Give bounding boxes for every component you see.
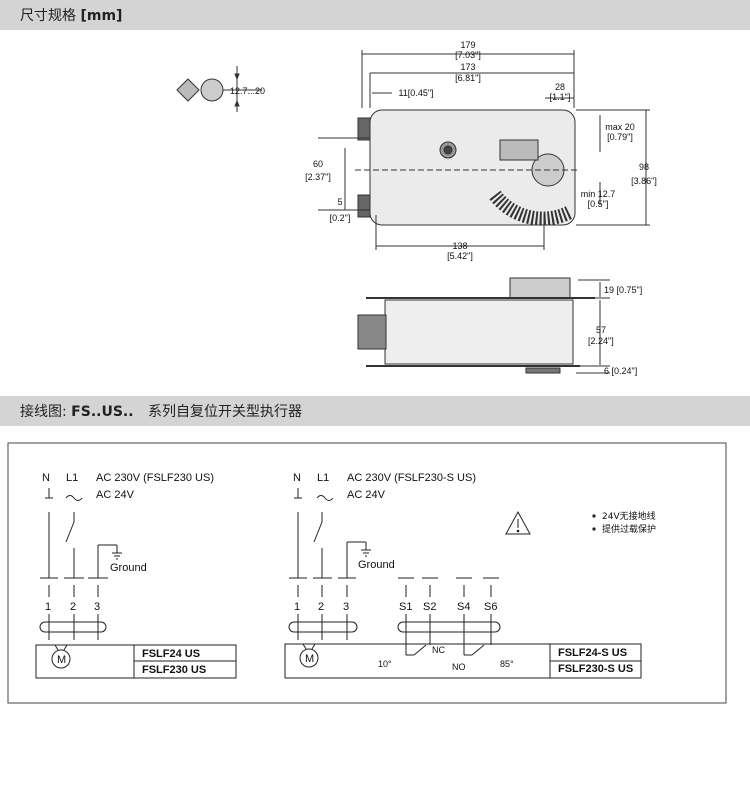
svg-text:N: N xyxy=(293,472,301,484)
shaft-section xyxy=(176,66,262,112)
svg-text:[2.37"]: [2.37"] xyxy=(305,172,331,182)
svg-text:max 20: max 20 xyxy=(605,122,635,132)
svg-text:11[0.45"]: 11[0.45"] xyxy=(398,88,433,98)
svg-text:[1.1"]: [1.1"] xyxy=(550,92,571,102)
svg-text:NO: NO xyxy=(452,662,466,672)
svg-text:FSLF24 US: FSLF24 US xyxy=(142,648,200,660)
svg-text:N: N xyxy=(42,472,50,484)
svg-text:1: 1 xyxy=(294,601,300,613)
svg-text:[5.42"]: [5.42"] xyxy=(447,251,473,261)
svg-text:138: 138 xyxy=(452,241,467,251)
dimensions-header: 尺寸规格 [mm] xyxy=(0,0,750,30)
svg-text:2: 2 xyxy=(318,601,324,613)
wiring-right: N L1 AC 230V (FSLF230-S US) AC 24V xyxy=(284,472,642,679)
svg-text:3: 3 xyxy=(343,601,349,613)
svg-text:60: 60 xyxy=(313,159,323,169)
top-view xyxy=(318,50,650,250)
dimension-drawings: 12.7...20 179 [7.03"] xyxy=(176,40,657,376)
svg-text:[0.79"]: [0.79"] xyxy=(607,132,633,142)
svg-text:NC: NC xyxy=(432,645,445,655)
svg-text:179: 179 xyxy=(460,40,475,50)
note-item: 提供过载保护 xyxy=(602,523,656,535)
svg-text:19 [0.75"]: 19 [0.75"] xyxy=(604,285,642,295)
svg-text:min 12.7: min 12.7 xyxy=(581,189,616,199)
wiring-frame xyxy=(7,442,727,704)
svg-text:173: 173 xyxy=(460,62,475,72)
svg-text:S2: S2 xyxy=(423,601,436,613)
svg-text:AC 24V: AC 24V xyxy=(96,489,135,501)
side-view-dimensions: 19 [0.75"] 57 [2.24"] 6 [0.24"] xyxy=(588,285,642,376)
wiring-diagrams: N L1 AC 230V (FSLF230 US) AC 24V xyxy=(7,442,727,704)
svg-text:[0.2"]: [0.2"] xyxy=(330,213,351,223)
svg-text:AC 230V (FSLF230-S US): AC 230V (FSLF230-S US) xyxy=(347,472,476,484)
side-view xyxy=(357,277,610,374)
svg-text:57: 57 xyxy=(596,325,606,335)
svg-text:98: 98 xyxy=(639,162,649,172)
svg-text:L1: L1 xyxy=(317,472,329,484)
svg-text:28: 28 xyxy=(555,82,565,92)
svg-text:[7.03"]: [7.03"] xyxy=(455,50,481,60)
svg-text:1: 1 xyxy=(45,601,51,613)
svg-text:M: M xyxy=(305,653,314,665)
wiring-header: 接线图: FS..US.. 系列自复位开关型执行器 xyxy=(0,396,750,426)
svg-text:FSLF230 US: FSLF230 US xyxy=(142,664,206,676)
svg-text:[2.24"]: [2.24"] xyxy=(588,336,614,346)
warning-icon xyxy=(505,510,531,535)
svg-text:L1: L1 xyxy=(66,472,78,484)
svg-text:FSLF230-S US: FSLF230-S US xyxy=(558,663,633,675)
notes-list: 24V无接地线 提供过载保护 xyxy=(592,510,656,535)
svg-text:3: 3 xyxy=(94,601,100,613)
svg-text:AC 230V (FSLF230 US): AC 230V (FSLF230 US) xyxy=(96,472,214,484)
svg-text:[3.86"]: [3.86"] xyxy=(631,176,657,186)
svg-text:Ground: Ground xyxy=(110,562,147,574)
svg-text:S6: S6 xyxy=(484,601,497,613)
note-item: 24V无接地线 xyxy=(602,510,656,522)
svg-text:AC 24V: AC 24V xyxy=(347,489,386,501)
svg-text:Ground: Ground xyxy=(358,559,395,571)
svg-text:5: 5 xyxy=(337,197,342,207)
svg-text:85°: 85° xyxy=(500,659,514,669)
top-view-dimensions: 179 [7.03"] 173 [6.81"] 11[0.45"] 28 [1.… xyxy=(305,40,657,261)
svg-text:[6.81"]: [6.81"] xyxy=(455,73,481,83)
svg-text:FSLF24-S US: FSLF24-S US xyxy=(558,647,627,659)
svg-text:6 [0.24"]: 6 [0.24"] xyxy=(604,366,637,376)
svg-text:10°: 10° xyxy=(378,659,392,669)
shaft-range: 12.7...20 xyxy=(230,86,265,96)
svg-text:S4: S4 xyxy=(457,601,470,613)
wiring-left: N L1 AC 230V (FSLF230 US) AC 24V xyxy=(35,472,237,679)
svg-text:S1: S1 xyxy=(399,601,412,613)
svg-text:2: 2 xyxy=(70,601,76,613)
svg-text:[0.5"]: [0.5"] xyxy=(588,199,609,209)
svg-text:M: M xyxy=(57,654,66,666)
